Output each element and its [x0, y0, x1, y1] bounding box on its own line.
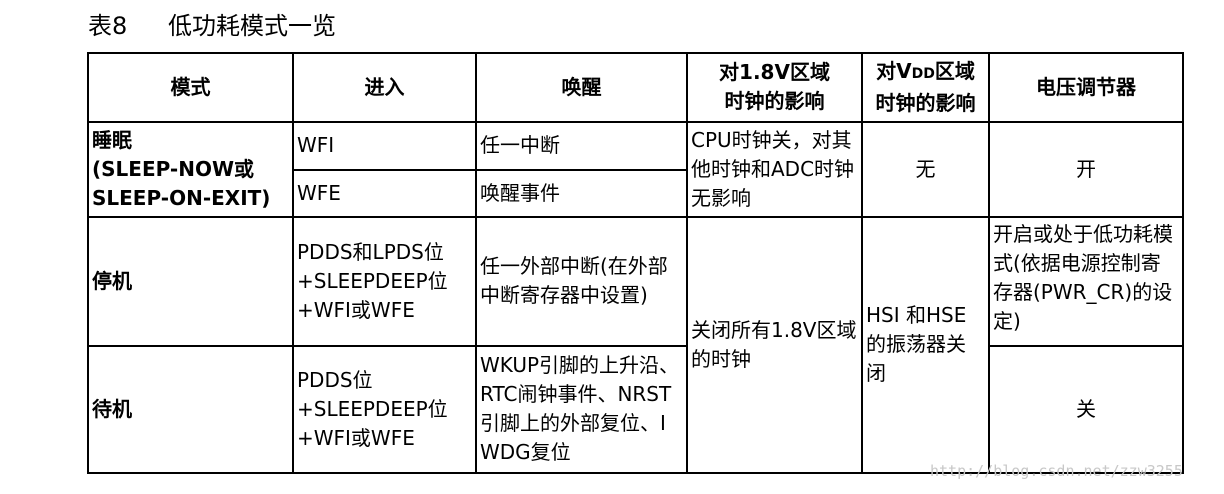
low-power-modes-table: 模式 进入 唤醒 对1.8V区域 时钟的影响 对VDD区域 时钟的影响 电压调节…	[87, 52, 1184, 475]
sleep-enter-wfi: WFI	[292, 120, 477, 172]
table-row: 停机 PDDS和LPDS位 +SLEEPDEEP位 +WFI或WFE 任一外部中…	[87, 215, 1184, 475]
standby-enter-line3: +WFI或WFE	[297, 425, 415, 450]
header-vdd-post: 区域	[934, 58, 975, 83]
stop-wake: 任一外部中断(在外部中断寄存器中设置)	[475, 215, 688, 347]
sleep-mode-line3: SLEEP-ON-EXIT)	[92, 185, 271, 210]
sleep-mode-line1: 睡眠	[92, 127, 132, 152]
header-clock18: 对1.8V区域 时钟的影响	[686, 52, 863, 123]
sleep-mode-cell: 睡眠 (SLEEP-NOW或 SLEEP-ON-EXIT)	[87, 120, 294, 218]
standby-regulator: 关	[988, 344, 1184, 475]
standby-enter-line2: +SLEEPDEEP位	[297, 396, 448, 421]
stop-regulator: 开启或处于低功耗模式(依据电源控制寄存器(PWR_CR)的设定)	[988, 215, 1184, 347]
sleep-vdd: 无	[861, 120, 990, 218]
sleep-wake-wfi: 任一中断	[475, 120, 688, 172]
sleep-wake-wfe: 唤醒事件	[475, 169, 688, 218]
table-number: 表8	[88, 12, 128, 40]
table-title: 低功耗模式一览	[168, 12, 336, 40]
header-enter: 进入	[292, 52, 477, 123]
watermark-url: http://blog.csdn.net/zzw3255	[930, 462, 1183, 480]
standby-wake: WKUP引脚的上升沿、RTC闹钟事件、NRST引脚上的外部复位、IWDG复位	[475, 344, 688, 475]
stop-enter-line3: +WFI或WFE	[297, 297, 415, 322]
table-row: 待机 PDDS位 +SLEEPDEEP位 +WFI或WFE WKUP引脚的上升沿…	[87, 344, 1184, 475]
standby-enter: PDDS位 +SLEEPDEEP位 +WFI或WFE	[292, 344, 477, 475]
header-regulator: 电压调节器	[988, 52, 1184, 123]
header-vdd-pre: 对V	[876, 58, 912, 83]
stop-enter: PDDS和LPDS位 +SLEEPDEEP位 +WFI或WFE	[292, 215, 477, 347]
standby-enter-line1: PDDS位	[297, 367, 373, 392]
header-row: 模式 进入 唤醒 对1.8V区域 时钟的影响 对VDD区域 时钟的影响 电压调节…	[87, 52, 1184, 123]
header-clock18-line1: 对1.8V区域	[719, 60, 830, 85]
header-vdd-line2: 时钟的影响	[875, 90, 976, 115]
stop-standby-clock18: 关闭所有1.8V区域的时钟	[686, 215, 863, 475]
sleep-mode-line2: (SLEEP-NOW或	[92, 156, 255, 181]
sleep-regulator: 开	[988, 120, 1184, 218]
header-vdd-line1: 对VDD区域	[866, 57, 985, 89]
sleep-enter-wfe: WFE	[292, 169, 477, 218]
stop-standby-vdd: HSI 和HSE的振荡器关闭	[861, 215, 990, 475]
table-row: WFE 唤醒事件	[88, 169, 1183, 218]
standby-mode-cell: 待机	[87, 344, 294, 475]
header-vdd-clock: 对VDD区域 时钟的影响	[861, 52, 990, 123]
table-row: 睡眠 (SLEEP-NOW或 SLEEP-ON-EXIT) WFI 任一中断 C…	[87, 120, 1184, 218]
table-caption: 表8 低功耗模式一览	[88, 10, 336, 42]
header-mode: 模式	[87, 52, 294, 123]
sleep-clock18: CPU时钟关，对其他时钟和ADC时钟无影响	[686, 120, 863, 218]
header-clock18-line2: 时钟的影响	[724, 89, 825, 114]
header-wakeup: 唤醒	[475, 52, 688, 123]
stop-mode-cell: 停机	[87, 215, 294, 347]
stop-enter-line2: +SLEEPDEEP位	[297, 268, 448, 293]
stop-enter-line1: PDDS和LPDS位	[297, 239, 444, 264]
header-vdd-sub: DD	[911, 65, 935, 82]
